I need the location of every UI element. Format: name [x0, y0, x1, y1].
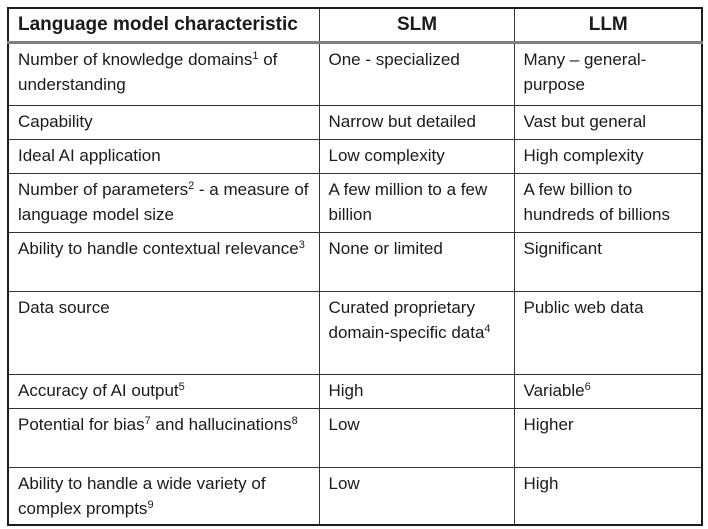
cell-llm: High: [513, 467, 703, 526]
cell-characteristic: Number of knowledge domains1 of understa…: [7, 42, 320, 106]
cell-characteristic: Capability: [7, 105, 320, 140]
header-row: Language model characteristic SLM LLM: [7, 7, 703, 44]
cell-slm: Low: [318, 467, 515, 526]
footnote-marker: 1: [252, 49, 259, 62]
table-row: Number of parameters2 - a measure of lan…: [7, 173, 703, 233]
cell-slm: Low complexity: [318, 139, 515, 174]
cell-characteristic: Data source: [7, 291, 320, 375]
header-slm: SLM: [318, 7, 515, 44]
footnote-marker: 9: [147, 498, 154, 511]
cell-llm: Vast but general: [513, 105, 703, 140]
cell-llm: Many – general-purpose: [513, 42, 703, 106]
table-row: Number of knowledge domains1 of understa…: [7, 42, 703, 106]
cell-characteristic: Ideal AI application: [7, 139, 320, 174]
cell-slm: Narrow but detailed: [318, 105, 515, 140]
cell-slm: A few million to a few billion: [318, 173, 515, 233]
cell-llm: Significant: [513, 232, 703, 292]
footnote-marker: 2: [188, 179, 195, 192]
footnote-marker: 8: [291, 414, 298, 427]
header-llm: LLM: [513, 7, 703, 44]
footnote-marker: 5: [178, 380, 185, 393]
cell-slm: None or limited: [318, 232, 515, 292]
footnote-marker: 6: [584, 380, 591, 393]
cell-characteristic: Potential for bias7 and hallucinations8: [7, 408, 320, 468]
cell-llm: A few billion to hundreds of billions: [513, 173, 703, 233]
footnote-marker: 7: [144, 414, 151, 427]
cell-slm: High: [318, 374, 515, 409]
cell-llm: Variable6: [513, 374, 703, 409]
footnote-marker: 3: [298, 238, 305, 251]
cell-characteristic: Number of parameters2 - a measure of lan…: [7, 173, 320, 233]
cell-slm: Curated proprietary domain-specific data…: [318, 291, 515, 375]
cell-characteristic: Accuracy of AI output5: [7, 374, 320, 409]
table-body: Number of knowledge domains1 of understa…: [7, 42, 703, 526]
cell-characteristic: Ability to handle a wide variety of comp…: [7, 467, 320, 526]
header-language-model-characteristic: Language model characteristic: [7, 7, 320, 44]
cell-slm: One - specialized: [318, 42, 515, 106]
cell-characteristic: Ability to handle contextual relevance3: [7, 232, 320, 292]
cell-llm: Public web data: [513, 291, 703, 375]
slm-llm-comparison-table: Language model characteristic SLM LLM Nu…: [7, 7, 703, 526]
cell-llm: High complexity: [513, 139, 703, 174]
table-row: Ability to handle a wide variety of comp…: [7, 467, 703, 526]
cell-llm: Higher: [513, 408, 703, 468]
footnote-marker: 4: [484, 322, 491, 335]
cell-slm: Low: [318, 408, 515, 468]
